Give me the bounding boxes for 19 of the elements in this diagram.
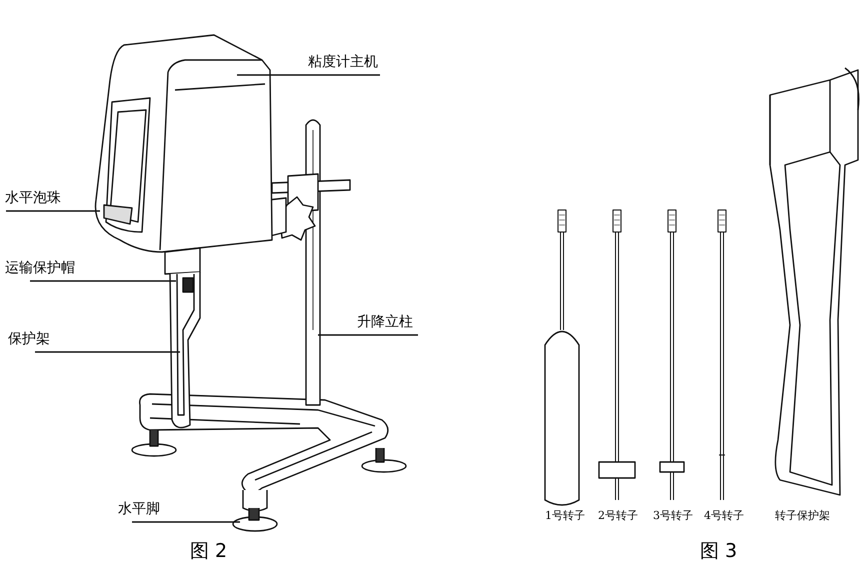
spindle-label: 1号转子	[545, 509, 585, 523]
callout-label: 保护架	[8, 330, 50, 352]
leader-line	[6, 210, 100, 212]
leader-line	[30, 280, 176, 282]
spindle-label: 4号转子	[704, 509, 744, 523]
callout-label: 升降立柱	[357, 313, 413, 335]
leader-line	[318, 334, 418, 336]
callout-label: 水平泡珠	[5, 189, 61, 211]
callout-label: 水平脚	[118, 500, 160, 522]
leader-line	[237, 74, 380, 76]
callout-label: 粘度计主机	[308, 53, 378, 75]
figure-caption: 图 3	[700, 539, 738, 563]
leader-line	[132, 521, 240, 523]
callout-label: 运输保护帽	[5, 259, 75, 281]
spindle-label: 转子保护架	[775, 509, 830, 523]
spindle-label: 3号转子	[653, 509, 693, 523]
leader-line	[35, 351, 180, 353]
figure-caption: 图 2	[190, 539, 228, 563]
spindle-label: 2号转子	[598, 509, 638, 523]
